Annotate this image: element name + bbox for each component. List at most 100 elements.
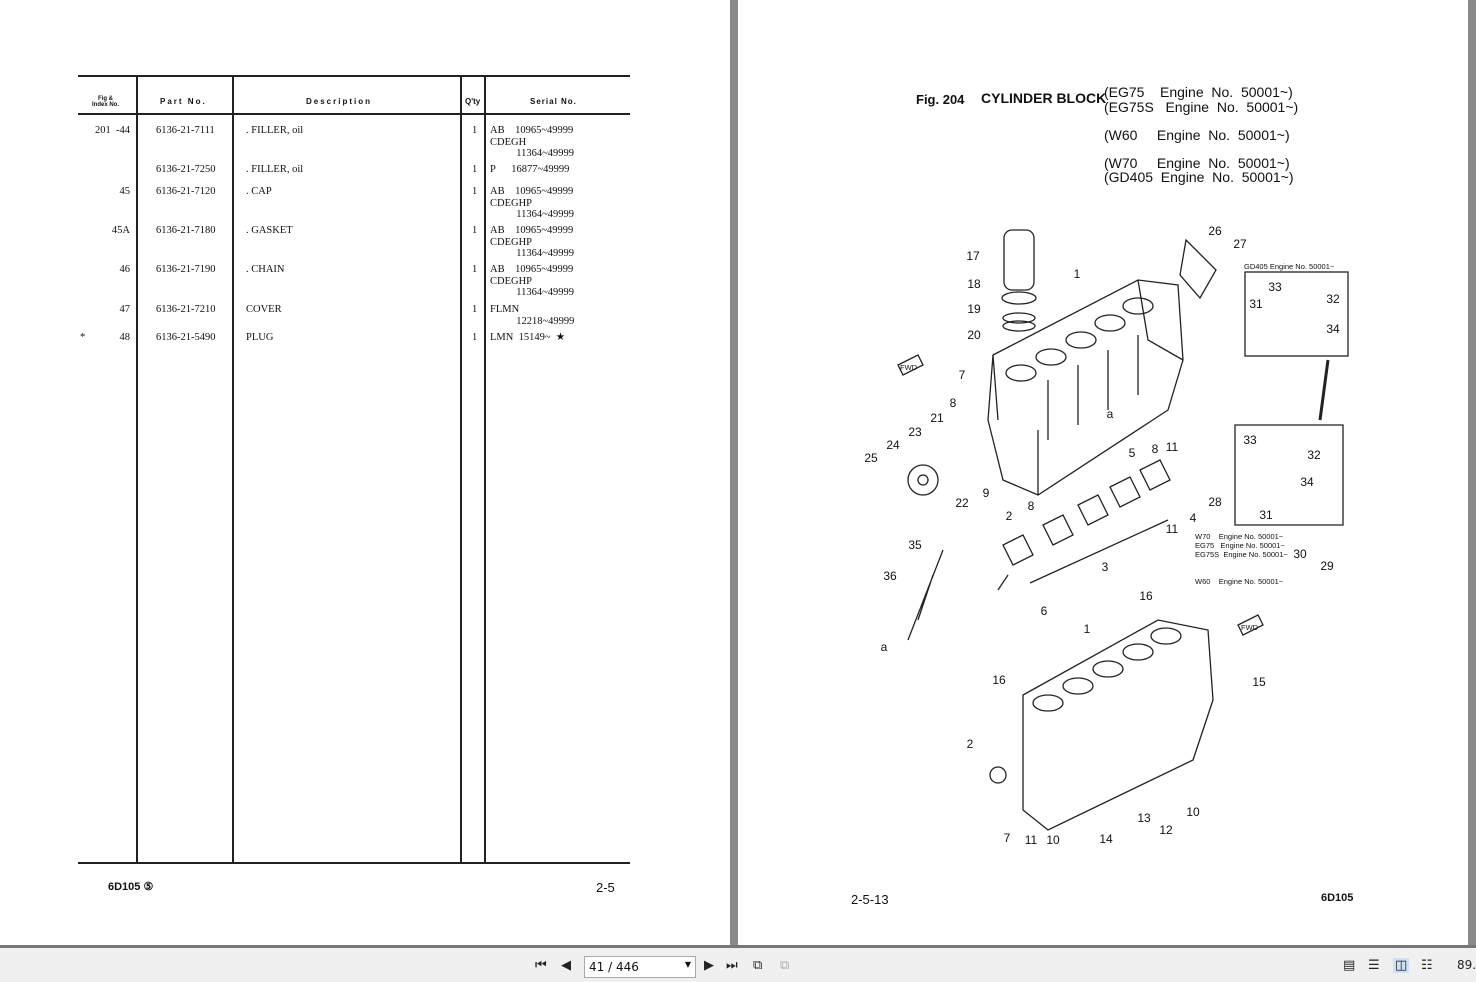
callout-label: 8 <box>1028 499 1035 513</box>
callout-label: 2 <box>1006 509 1013 523</box>
cell-desc: PLUG <box>246 332 274 343</box>
callout-label: 27 <box>1233 237 1247 251</box>
callout-label: 13 <box>1137 811 1151 825</box>
cell-serial: AB 10965~49999 CDEGHP 11364~49999 <box>490 264 575 298</box>
callout-label: 16 <box>992 673 1006 687</box>
header-part-no: Part No. <box>160 97 207 106</box>
cell-part: 6136-21-7111 <box>156 125 215 136</box>
callout-label: 18 <box>967 277 981 291</box>
cell-fig: 201 -44 <box>95 125 130 136</box>
callout-label: 2 <box>967 737 974 751</box>
callout-label: 31 <box>1249 297 1263 311</box>
continuous-view-icon[interactable]: ☰ <box>1368 958 1380 973</box>
callout-label: 12 <box>1159 823 1173 837</box>
callout-label: 26 <box>1208 224 1222 238</box>
callout-label: 8 <box>1152 442 1159 456</box>
callout-label: 24 <box>886 438 900 452</box>
cell-fig: 45A <box>111 225 130 236</box>
single-page-view-icon[interactable]: ▤ <box>1343 958 1356 973</box>
callout-label: 33 <box>1243 433 1257 447</box>
callout-label: a <box>881 640 888 654</box>
previous-page-button[interactable]: ◀ <box>561 958 571 973</box>
callout-label: 33 <box>1268 280 1282 294</box>
rotate-page-icon[interactable]: ⧉ <box>753 958 763 973</box>
callout-label: 17 <box>966 249 980 263</box>
cell-fig: 48 <box>119 332 131 343</box>
col-divider <box>460 75 462 863</box>
model-line: (EG75 Engine No. 50001~) <box>1104 84 1293 100</box>
last-page-button[interactable]: ⏭ <box>726 958 738 973</box>
callout-label: 15 <box>1252 675 1266 689</box>
diagram-note: W70 Engine No. 50001~ <box>1195 532 1284 541</box>
page-number-input[interactable]: 41 / 446 ▼ <box>584 956 696 978</box>
cell-qty: 1 <box>472 164 478 175</box>
zoom-level[interactable]: 89. <box>1457 958 1476 972</box>
callout-label: 35 <box>908 538 922 552</box>
header-rule <box>78 113 630 115</box>
callout-label: 21 <box>930 411 944 425</box>
callout-label: 34 <box>1326 322 1340 336</box>
cell-qty: 1 <box>472 225 478 236</box>
first-page-button[interactable]: ⏮ <box>535 958 547 973</box>
callout-label: 31 <box>1259 508 1273 522</box>
callout-label: 34 <box>1300 475 1314 489</box>
callout-label: 29 <box>1320 559 1334 573</box>
table-bottom-rule <box>78 862 630 864</box>
cell-serial: AB 10965~49999 CDEGH 11364~49999 <box>490 125 575 159</box>
callout-label: 19 <box>967 302 981 316</box>
cell-desc: . CAP <box>246 186 272 197</box>
diagram-note: W60 Engine No. 50001~ <box>1195 577 1284 586</box>
footer-model: 6D105 <box>1321 892 1354 904</box>
cell-desc: . FILLER, oil <box>246 164 304 175</box>
callout-label: 7 <box>1004 831 1011 845</box>
callout-label: 32 <box>1307 448 1321 462</box>
diagram-note: FWD <box>900 363 918 372</box>
table-top-rule <box>78 75 630 77</box>
callout-label: 11 <box>1166 522 1179 536</box>
callout-label: 25 <box>864 451 878 465</box>
header-fig-index: Fig & Index No. <box>92 96 120 108</box>
callout-label: 1 <box>1084 622 1091 636</box>
col-divider <box>232 75 234 863</box>
callout-label: 14 <box>1099 832 1113 846</box>
cell-qty: 1 <box>472 332 478 343</box>
cell-fig: 46 <box>119 264 131 275</box>
callout-label: 10 <box>1046 833 1060 847</box>
copy-page-icon[interactable]: ⧉ <box>780 958 790 973</box>
callout-label: 11 <box>1166 440 1179 454</box>
col-divider <box>484 75 486 863</box>
two-page-continuous-view-icon[interactable]: ☷ <box>1421 958 1433 973</box>
diagram-note: EG75 Engine No. 50001~ <box>1195 541 1285 550</box>
model-line: (W70 Engine No. 50001~) <box>1104 155 1290 171</box>
callout-label: 1 <box>1074 267 1081 281</box>
cell-desc: . FILLER, oil <box>246 125 304 136</box>
next-page-button[interactable]: ▶ <box>704 958 714 973</box>
diagram-note: FWD <box>1241 623 1259 632</box>
header-serial: Serial No. <box>530 97 577 106</box>
pdf-viewer-toolbar: ⏮ ◀ 41 / 446 ▼ ▶ ⏭ ⧉ ⧉ ▤ ☰ ◫ ☷ 89. <box>0 945 1476 982</box>
cell-desc: . CHAIN <box>246 264 285 275</box>
right-page: Fig. 204 CYLINDER BLOCK (EG75 Engine No.… <box>738 0 1468 945</box>
callout-label: 32 <box>1326 292 1340 306</box>
cell-serial: AB 10965~49999 CDEGHP 11364~49999 <box>490 225 575 259</box>
footer-page-number: 2-5 <box>596 880 615 895</box>
page-number-value: 41 / 446 <box>589 960 639 974</box>
callout-label: 5 <box>1129 446 1136 460</box>
cell-fig: 47 <box>119 304 131 315</box>
callout-label: 4 <box>1190 511 1197 525</box>
callout-label: 30 <box>1293 547 1307 561</box>
chevron-down-icon[interactable]: ▼ <box>684 960 691 969</box>
callout-label: a <box>1107 407 1114 421</box>
cell-part: 6136-21-5490 <box>156 332 216 343</box>
callout-label: 9 <box>983 486 990 500</box>
footer-model: 6D105 ⑤ <box>108 881 154 893</box>
callout-label: 20 <box>967 328 981 342</box>
two-page-view-icon[interactable]: ◫ <box>1393 958 1410 973</box>
callout-label: 11 <box>1025 833 1038 847</box>
cell-desc: COVER <box>246 304 282 315</box>
model-line: (EG75S Engine No. 50001~) <box>1104 99 1299 115</box>
callout-label: 23 <box>908 425 922 439</box>
header-description: Description <box>306 97 373 106</box>
cell-qty: 1 <box>472 304 478 315</box>
cell-part: 6136-21-7190 <box>156 264 216 275</box>
